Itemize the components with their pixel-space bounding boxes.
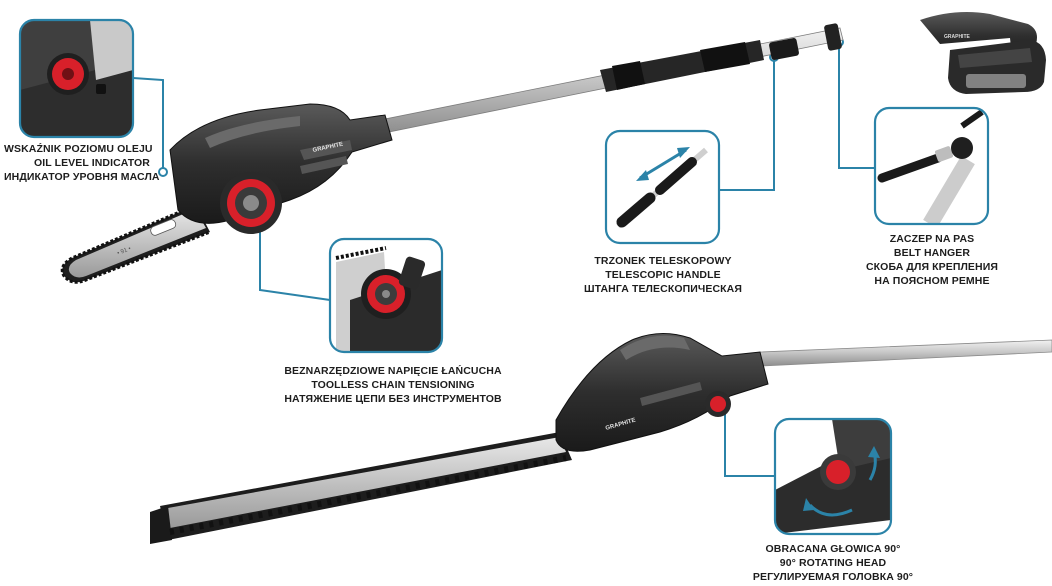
- belt-hanger-callout-box: [873, 106, 990, 226]
- telescopic-caption-en: TELESCOPIC HANDLE: [605, 269, 721, 281]
- rotating-head-detail-image: [775, 419, 891, 534]
- chain-tension-caption: BEZNARZĘDZIOWE NAPIĘCIE ŁAŃCUCHA TOOLLES…: [276, 364, 510, 406]
- chain-tension-caption-pl: BEZNARZĘDZIOWE NAPIĘCIE ŁAŃCUCHA: [284, 365, 502, 377]
- telescopic-pole: [379, 23, 844, 134]
- rotating-head-callout-box: [773, 417, 893, 536]
- rotating-head-caption: OBRACANA GŁOWICA 90° 90° ROTATING HEAD Р…: [752, 542, 914, 584]
- chain-tension-knob: [220, 172, 282, 234]
- rotating-head-caption-ru: РЕГУЛИРУЕМАЯ ГОЛОВКА 90°: [752, 571, 914, 583]
- battery-handle: GRAPHITE: [920, 12, 1046, 94]
- hedge-trimmer: GRAPHITE: [150, 333, 1052, 544]
- saw-chain-bar: • 91 •: [60, 203, 211, 284]
- oil-level-caption: WSKAŹNIK POZIOMU OLEJU OIL LEVEL INDICAT…: [4, 142, 160, 184]
- svg-text:• 91 •: • 91 •: [117, 246, 132, 257]
- rotating-head-caption-pl: OBRACANA GŁOWICA 90°: [765, 543, 901, 555]
- chain-tension-caption-ru: НАТЯЖЕНИЕ ЦЕПИ БЕЗ ИНСТРУМЕНТОВ: [284, 393, 502, 405]
- callout-connector-lines: [132, 43, 875, 477]
- oil-level-caption-pl: WSKAŹNIK POZIOMU OLEJU: [4, 143, 153, 155]
- oil-level-caption-ru: ИНДИКАТОР УРОВНЯ МАСЛА: [4, 171, 160, 183]
- telescopic-handle-caption: TRZONEK TELESKOPOWY TELESCOPIC HANDLE ШТ…: [580, 254, 746, 296]
- telescopic-caption-pl: TRZONEK TELESKOPOWY: [594, 255, 732, 267]
- telescopic-caption-ru: ШТАНГА ТЕЛЕСКОПИЧЕСКАЯ: [583, 283, 742, 295]
- svg-text:GRAPHITE: GRAPHITE: [944, 34, 971, 40]
- rotating-head-caption-en: 90° ROTATING HEAD: [779, 557, 887, 569]
- trimmer-motor-head: GRAPHITE: [555, 333, 769, 452]
- hedge-blade: [150, 432, 572, 544]
- chain-tension-caption-en: TOOLLESS CHAIN TENSIONING: [311, 379, 475, 391]
- telescopic-handle-detail-image: [606, 131, 719, 243]
- belt-hanger-caption-ru-2: НА ПОЯСНОМ РЕМНЕ: [874, 275, 990, 287]
- chain-tension-callout-box: [328, 237, 444, 354]
- belt-hanger-caption-pl: ZACZEP NA PAS: [889, 233, 975, 245]
- belt-hanger-caption-en: BELT HANGER: [893, 247, 971, 259]
- oil-level-callout-box: [18, 18, 135, 139]
- chain-tension-knob-detail-image: [330, 239, 442, 352]
- belt-hanger-caption-ru-1: СКОБА ДЛЯ КРЕПЛЕНИЯ: [865, 261, 999, 273]
- oil-level-caption-en: OIL LEVEL INDICATOR: [33, 157, 150, 169]
- oil-level-detail-image: [20, 20, 133, 137]
- pole-saw: • 91 • GRAPHITE GRAPHITE: [60, 12, 1046, 284]
- belt-hanger-caption: ZACZEP NA PAS BELT HANGER СКОБА ДЛЯ КРЕП…: [856, 232, 1008, 288]
- belt-hanger-detail-image: [875, 108, 988, 224]
- telescopic-handle-callout-box: [604, 129, 721, 245]
